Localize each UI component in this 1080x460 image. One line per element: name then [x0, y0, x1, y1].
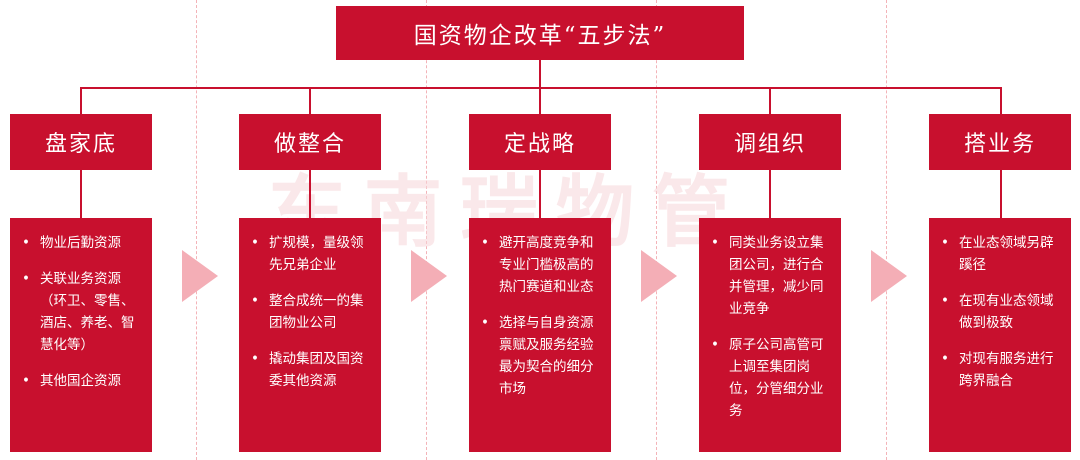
step-box-2: 做整合 — [239, 114, 381, 170]
connector-step-5 — [1000, 87, 1002, 114]
detail-item: 避开高度竞争和专业门槛极高的热门赛道和业态 — [477, 232, 603, 298]
column-divider — [886, 0, 887, 460]
step-box-3: 定战略 — [469, 114, 611, 170]
detail-box-1: 物业后勤资源 关联业务资源（环卫、零售、酒店、养老、智慧化等） 其他国企资源 — [10, 218, 152, 452]
chevron-right-icon — [641, 250, 677, 302]
step-box-5: 搭业务 — [929, 114, 1071, 170]
connector-step-4 — [769, 87, 771, 114]
detail-item: 扩规模，量级领先兄弟企业 — [247, 232, 373, 276]
connector-detail-2 — [309, 170, 311, 218]
detail-box-2: 扩规模，量级领先兄弟企业 整合成统一的集团物业公司 撬动集团及国资委其他资源 — [239, 218, 381, 452]
step-box-1: 盘家底 — [10, 114, 152, 170]
detail-item: 对现有服务进行跨界融合 — [937, 348, 1063, 392]
detail-item: 撬动集团及国资委其他资源 — [247, 348, 373, 392]
detail-item: 整合成统一的集团物业公司 — [247, 290, 373, 334]
connector-detail-3 — [539, 170, 541, 218]
connector-step-3 — [539, 87, 541, 114]
connector-detail-4 — [769, 170, 771, 218]
diagram-title: 国资物企改革“五步法” — [336, 6, 744, 60]
chevron-right-icon — [182, 250, 218, 302]
detail-item: 选择与自身资源禀赋及服务经验最为契合的细分市场 — [477, 312, 603, 400]
detail-list: 物业后勤资源 关联业务资源（环卫、零售、酒店、养老、智慧化等） 其他国企资源 — [18, 232, 144, 392]
column-divider — [426, 0, 427, 460]
connector-detail-5 — [1000, 170, 1002, 218]
detail-item: 关联业务资源（环卫、零售、酒店、养老、智慧化等） — [18, 268, 144, 356]
detail-item: 同类业务设立集团公司，进行合并管理，减少同业竞争 — [707, 232, 833, 320]
detail-list: 同类业务设立集团公司，进行合并管理，减少同业竞争 原子公司高管可上调至集团岗位，… — [707, 232, 833, 422]
step-box-4: 调组织 — [699, 114, 841, 170]
connector-detail-1 — [80, 170, 82, 218]
connector-step-1 — [80, 87, 82, 114]
connector-horizontal — [80, 87, 1002, 89]
detail-item: 在业态领域另辟蹊径 — [937, 232, 1063, 276]
detail-list: 避开高度竞争和专业门槛极高的热门赛道和业态 选择与自身资源禀赋及服务经验最为契合… — [477, 232, 603, 400]
connector-title-down — [539, 60, 541, 88]
detail-item: 其他国企资源 — [18, 370, 144, 392]
detail-item: 物业后勤资源 — [18, 232, 144, 254]
column-divider — [196, 0, 197, 460]
detail-box-4: 同类业务设立集团公司，进行合并管理，减少同业竞争 原子公司高管可上调至集团岗位，… — [699, 218, 841, 452]
detail-box-3: 避开高度竞争和专业门槛极高的热门赛道和业态 选择与自身资源禀赋及服务经验最为契合… — [469, 218, 611, 452]
detail-item: 原子公司高管可上调至集团岗位，分管细分业务 — [707, 334, 833, 422]
chevron-right-icon — [871, 250, 907, 302]
chevron-right-icon — [411, 250, 447, 302]
connector-step-2 — [309, 87, 311, 114]
detail-box-5: 在业态领域另辟蹊径 在现有业态领域做到极致 对现有服务进行跨界融合 — [929, 218, 1071, 452]
detail-item: 在现有业态领域做到极致 — [937, 290, 1063, 334]
detail-list: 在业态领域另辟蹊径 在现有业态领域做到极致 对现有服务进行跨界融合 — [937, 232, 1063, 392]
column-divider — [656, 0, 657, 460]
detail-list: 扩规模，量级领先兄弟企业 整合成统一的集团物业公司 撬动集团及国资委其他资源 — [247, 232, 373, 392]
